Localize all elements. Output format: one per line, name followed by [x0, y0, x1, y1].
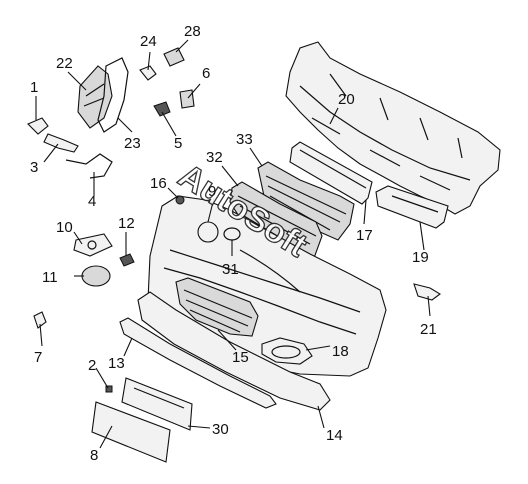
callout-2: 2: [88, 357, 96, 374]
callout-3: 3: [30, 159, 38, 176]
part-9-tow-cover: [197, 221, 219, 243]
part-11-fog-light: [81, 265, 111, 287]
callout-30: 30: [212, 421, 229, 438]
part-20-absorber: [285, 41, 501, 215]
callout-28: 28: [184, 23, 201, 40]
part-21-fastener: [413, 283, 441, 301]
callout-24: 24: [140, 33, 157, 50]
part-10-clip-plate: [73, 233, 113, 257]
callout-32: 32: [206, 149, 223, 166]
callout-14: 14: [326, 427, 343, 444]
callout-33: 33: [236, 131, 253, 148]
part-28-socket: [163, 47, 185, 67]
callout-20: 20: [338, 91, 355, 108]
part-7-clip: [33, 311, 47, 329]
callout-8: 8: [90, 447, 98, 464]
part-5-screw: [153, 101, 171, 117]
callout-17: 17: [356, 227, 373, 244]
part-4-bracket-wire: [65, 153, 113, 179]
callout-7: 7: [34, 349, 42, 366]
callout-22: 22: [56, 55, 73, 72]
callout-numbers: 1 2 3 4 5 6 7 8 9 10 11 12 13 14 15 16 1…: [30, 23, 437, 464]
callout-9: 9: [208, 183, 216, 200]
callout-15: 15: [232, 349, 249, 366]
callout-19: 19: [412, 249, 429, 266]
callout-1: 1: [30, 79, 38, 96]
part-14-spoiler: [137, 291, 331, 411]
callout-10: 10: [56, 219, 73, 236]
part-12-screw: [119, 253, 135, 267]
part-3-nozzle: [43, 133, 79, 153]
part-23-gasket: [97, 57, 129, 133]
callout-21: 21: [420, 321, 437, 338]
callout-4: 4: [88, 193, 96, 210]
callout-11: 11: [42, 269, 58, 286]
part-19-bracket: [375, 185, 449, 229]
callout-6: 6: [202, 65, 210, 82]
callout-23: 23: [124, 135, 141, 152]
callout-5: 5: [174, 135, 182, 152]
callout-16: 16: [150, 175, 167, 192]
callout-31: 31: [222, 261, 239, 278]
leader-lines: [35, 39, 431, 449]
callout-18: 18: [332, 343, 349, 360]
callout-13: 13: [108, 355, 125, 372]
part-18-foglamp-bezel: [261, 337, 313, 365]
callout-12: 12: [118, 215, 135, 232]
part-24-bulb: [139, 65, 157, 81]
part-15-mesh: [175, 277, 259, 337]
part-1-sensor: [27, 117, 49, 135]
part-8-plate: [91, 401, 171, 463]
part-13-trim-strip: [119, 317, 277, 409]
part-22-fog-lamp: [77, 65, 113, 129]
part-30-plate-holder: [121, 377, 193, 431]
part-2-clip: [105, 385, 113, 393]
part-17-beam: [289, 141, 373, 205]
